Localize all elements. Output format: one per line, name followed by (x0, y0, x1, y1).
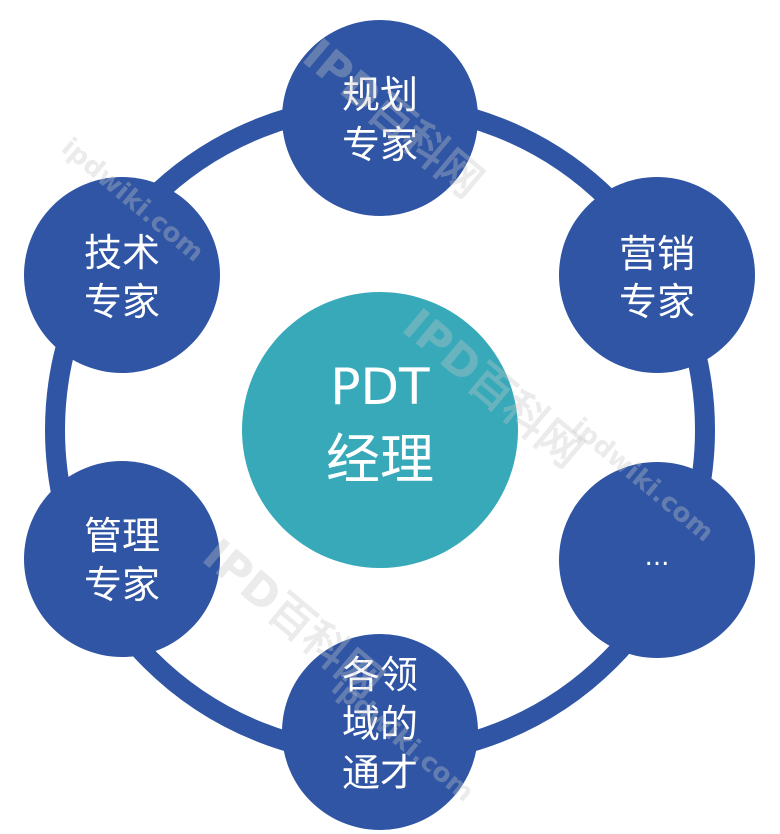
node-generalist-line3: 通才 (342, 751, 418, 795)
node-generalist-line2: 域的 (342, 702, 418, 746)
node-planning-line2: 专家 (342, 123, 418, 167)
node-technical-line2: 专家 (84, 280, 160, 324)
node-technical-line1: 技术 (84, 231, 160, 275)
node-management-expert: 管理 专家 (24, 461, 220, 657)
center-label-line1: PDT (330, 358, 430, 416)
node-technical-expert: 技术 专家 (24, 177, 220, 373)
node-generalist-line1: 各领 (342, 653, 418, 697)
node-generalist: 各领 域的 通才 (282, 634, 478, 830)
node-marketing-line1: 营销 (619, 232, 695, 276)
node-planning-line1: 规划 (342, 73, 418, 117)
node-planning-expert: 规划 专家 (282, 20, 478, 216)
node-marketing-line2: 专家 (619, 280, 695, 324)
node-ellipsis-label: ... (645, 542, 670, 572)
node-ellipsis: ... (559, 462, 755, 658)
node-management-line2: 专家 (84, 563, 160, 607)
center-label-line2: 经理 (326, 428, 434, 491)
node-marketing-expert: 营销 专家 (559, 177, 755, 373)
center-node: PDT 经理 (242, 292, 518, 568)
node-management-line1: 管理 (84, 514, 160, 558)
